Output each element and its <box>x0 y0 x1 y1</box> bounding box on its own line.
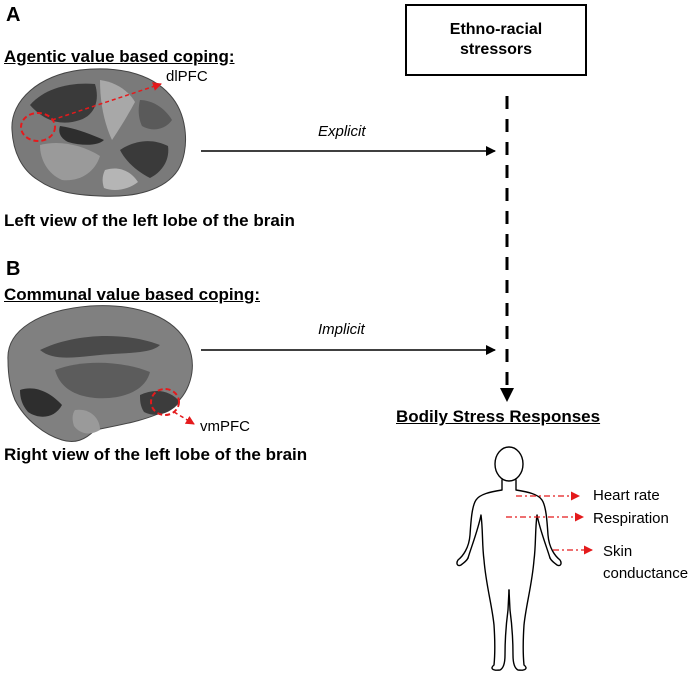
implicit-label: Implicit <box>318 321 365 338</box>
skin-label-line-2: conductance <box>603 565 689 582</box>
stressor-line-2: stressors <box>459 41 533 58</box>
right-view-caption: Right view of the left lobe of the brain <box>4 445 308 464</box>
stressor-line-1: Ethno-racial <box>449 21 543 38</box>
panel-letter-b: B <box>6 258 21 280</box>
skin-label-line-1: Skin <box>603 543 633 560</box>
panel-letter-a: A <box>6 4 21 26</box>
vmpfc-label: vmPFC <box>200 418 250 435</box>
explicit-label: Explicit <box>318 123 366 140</box>
dlpfc-label: dlPFC <box>166 68 208 85</box>
medial-brain-illustration <box>7 305 195 443</box>
left-view-caption: Left view of the left lobe of the brain <box>4 211 295 230</box>
respiration-label: Respiration <box>593 510 669 527</box>
stressor-box: Ethno-racial stressors <box>405 4 587 76</box>
left-brain-illustration <box>11 68 187 197</box>
agentic-heading: Agentic value based coping: <box>4 47 235 66</box>
bodily-stress-heading: Bodily Stress Responses <box>396 407 601 426</box>
stress-arrow-head <box>500 388 514 402</box>
communal-heading: Communal value based coping: <box>4 285 260 304</box>
heart-rate-label: Heart rate <box>593 487 660 504</box>
human-body-outline <box>456 446 562 671</box>
